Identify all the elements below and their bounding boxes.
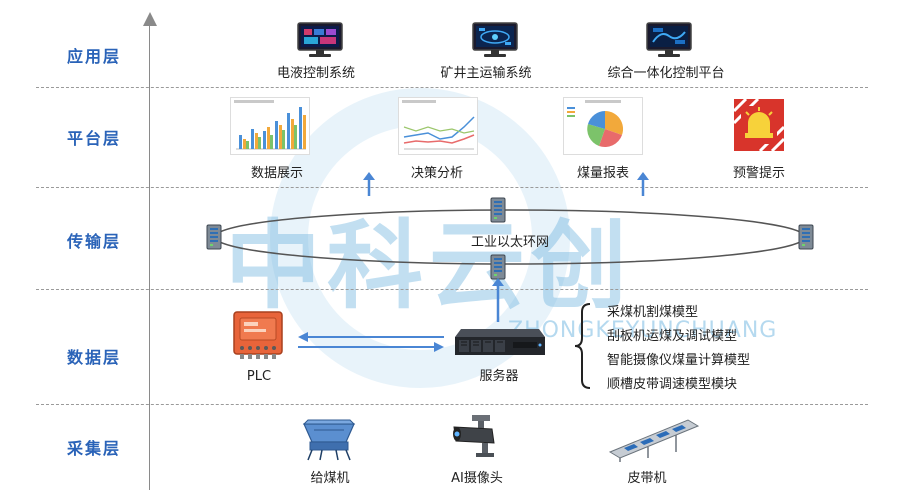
layer-name-data: 数据层 [66,348,121,367]
bar-chart-icon [230,97,310,155]
server-label: 服务器 [479,369,519,384]
layer-name-application: 应用层 [66,47,121,66]
monitor-icon [471,22,519,58]
app-label-integrated-control-platform: 综合一体化控制平台 [607,66,725,81]
model-item: 刮板机运煤及调试模型 [607,329,738,344]
layer-name-collection: 采集层 [66,439,121,458]
watermark-logo-subtext: ZHONGKEYUNCHUANG [508,318,778,343]
switch-icon [206,224,222,250]
watermark-logo-text: 中科云创 [225,210,633,322]
up-arrow [362,172,376,196]
app-label-electro-hydraulic-control: 电液控制系统 [276,66,356,81]
monitor-icon [645,22,693,58]
coal-feeder-icon [298,418,360,462]
platform-label-decision-analysis: 决策分析 [410,166,464,181]
model-item: 采煤机割煤模型 [607,305,699,320]
collection-label-belt-conveyor: 皮带机 [627,471,667,486]
network-label: 工业以太环网 [471,235,550,250]
platform-label-coal-report: 煤量报表 [576,166,630,181]
app-label-mine-main-transport: 矿井主运输系统 [440,66,532,81]
model-item: 顺槽皮带调速模型模块 [607,377,738,392]
brace [572,302,594,390]
layer-separator [36,289,868,290]
platform-label-data-display: 数据展示 [250,166,304,181]
switch-icon [490,197,506,223]
line-chart-icon [398,97,478,155]
layer-separator [36,404,868,405]
layer-separator [36,187,868,188]
server-icon [455,327,545,357]
vertical-axis-arrowhead [143,12,157,26]
vertical-axis [149,22,150,490]
collection-label-coal-feeder: 给煤机 [310,471,350,486]
belt-conveyor-icon [608,418,700,462]
plc-icon [232,310,284,360]
alarm-icon [734,99,784,151]
plc-label: PLC [246,369,272,384]
switch-icon [490,254,506,280]
monitor-icon [296,22,344,58]
camera-icon [452,413,502,459]
collection-label-ai-camera: AI摄像头 [451,471,503,486]
layer-separator [36,87,868,88]
layer-name-transmission: 传输层 [66,232,121,251]
up-arrow [636,172,650,196]
switch-icon [798,224,814,250]
bidirectional-arrow [298,331,444,353]
model-item: 智能摄像仪煤量计算模型 [607,353,751,368]
platform-label-warning: 预警提示 [732,166,786,181]
layer-name-platform: 平台层 [66,129,121,148]
pie-chart-icon [563,97,643,155]
up-arrow [491,278,505,322]
